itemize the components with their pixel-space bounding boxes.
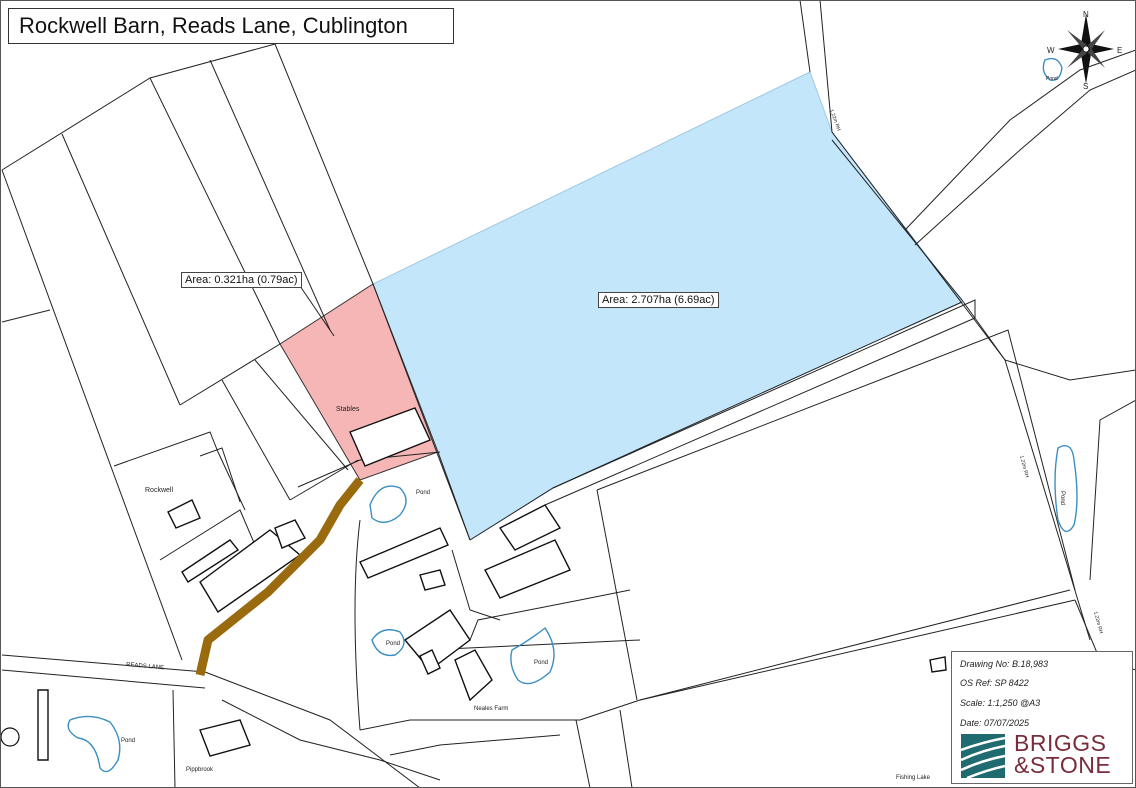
pond-outline xyxy=(1042,57,1063,81)
briggs-stone-logo-icon xyxy=(961,734,1005,778)
buildings xyxy=(37,407,947,761)
label-pond: Pond xyxy=(386,641,400,647)
brand-name: BRIGGS &STONE xyxy=(1014,730,1112,778)
brand-line-1: BRIGGS xyxy=(1014,730,1107,756)
compass-rose: N S W E xyxy=(1047,10,1122,91)
roundel xyxy=(0,727,20,747)
label-neales-farm: Neales Farm xyxy=(474,706,508,712)
callout-leader xyxy=(299,285,335,337)
pond-outline xyxy=(369,485,407,523)
map-title: Rockwell Barn, Reads Lane, Cublington xyxy=(8,8,454,44)
label-pond: Pond xyxy=(534,660,548,666)
drawing-number: Drawing No: B.18,983 xyxy=(960,659,1049,669)
label-fishing-lake: Fishing Lake xyxy=(896,775,931,781)
label-pond: Pond xyxy=(1059,491,1065,505)
label-rh-measure: 1.22m RH xyxy=(1092,611,1104,635)
label-pond: Pond xyxy=(1046,76,1058,82)
compass-w: W xyxy=(1047,46,1055,55)
drawing-date: Date: 07/07/2025 xyxy=(960,718,1030,728)
area-label-small-parcel: Area: 0.321ha (0.79ac) xyxy=(181,272,302,288)
label-pippbrook: Pippbrook xyxy=(186,767,214,773)
compass-s: S xyxy=(1083,82,1088,91)
area-label-large-parcel: Area: 2.707ha (6.69ac) xyxy=(598,292,719,308)
label-stables: Stables xyxy=(336,406,360,413)
drawing-info-panel: Drawing No: B.18,983 OS Ref: SP 8422 Sca… xyxy=(951,651,1133,784)
compass-e: E xyxy=(1117,46,1122,55)
label-rockwell: Rockwell xyxy=(145,487,173,494)
label-rh-measure: 1.22m RH xyxy=(1018,455,1030,479)
brand-line-2: &STONE xyxy=(1014,752,1112,778)
compass-n: N xyxy=(1083,10,1089,19)
os-reference: OS Ref: SP 8422 xyxy=(960,678,1029,688)
pond-outline xyxy=(510,626,555,685)
map-scale: Scale: 1:1,250 @A3 xyxy=(960,698,1041,708)
pond-outline xyxy=(1054,445,1078,533)
access-track xyxy=(195,477,364,677)
label-pond: Pond xyxy=(121,738,135,744)
pond-outline xyxy=(67,715,121,773)
pond-outline xyxy=(371,629,405,657)
ponds xyxy=(67,57,1078,773)
label-pond: Pond xyxy=(416,490,430,496)
label-reads-lane: READS LANE xyxy=(126,662,164,671)
